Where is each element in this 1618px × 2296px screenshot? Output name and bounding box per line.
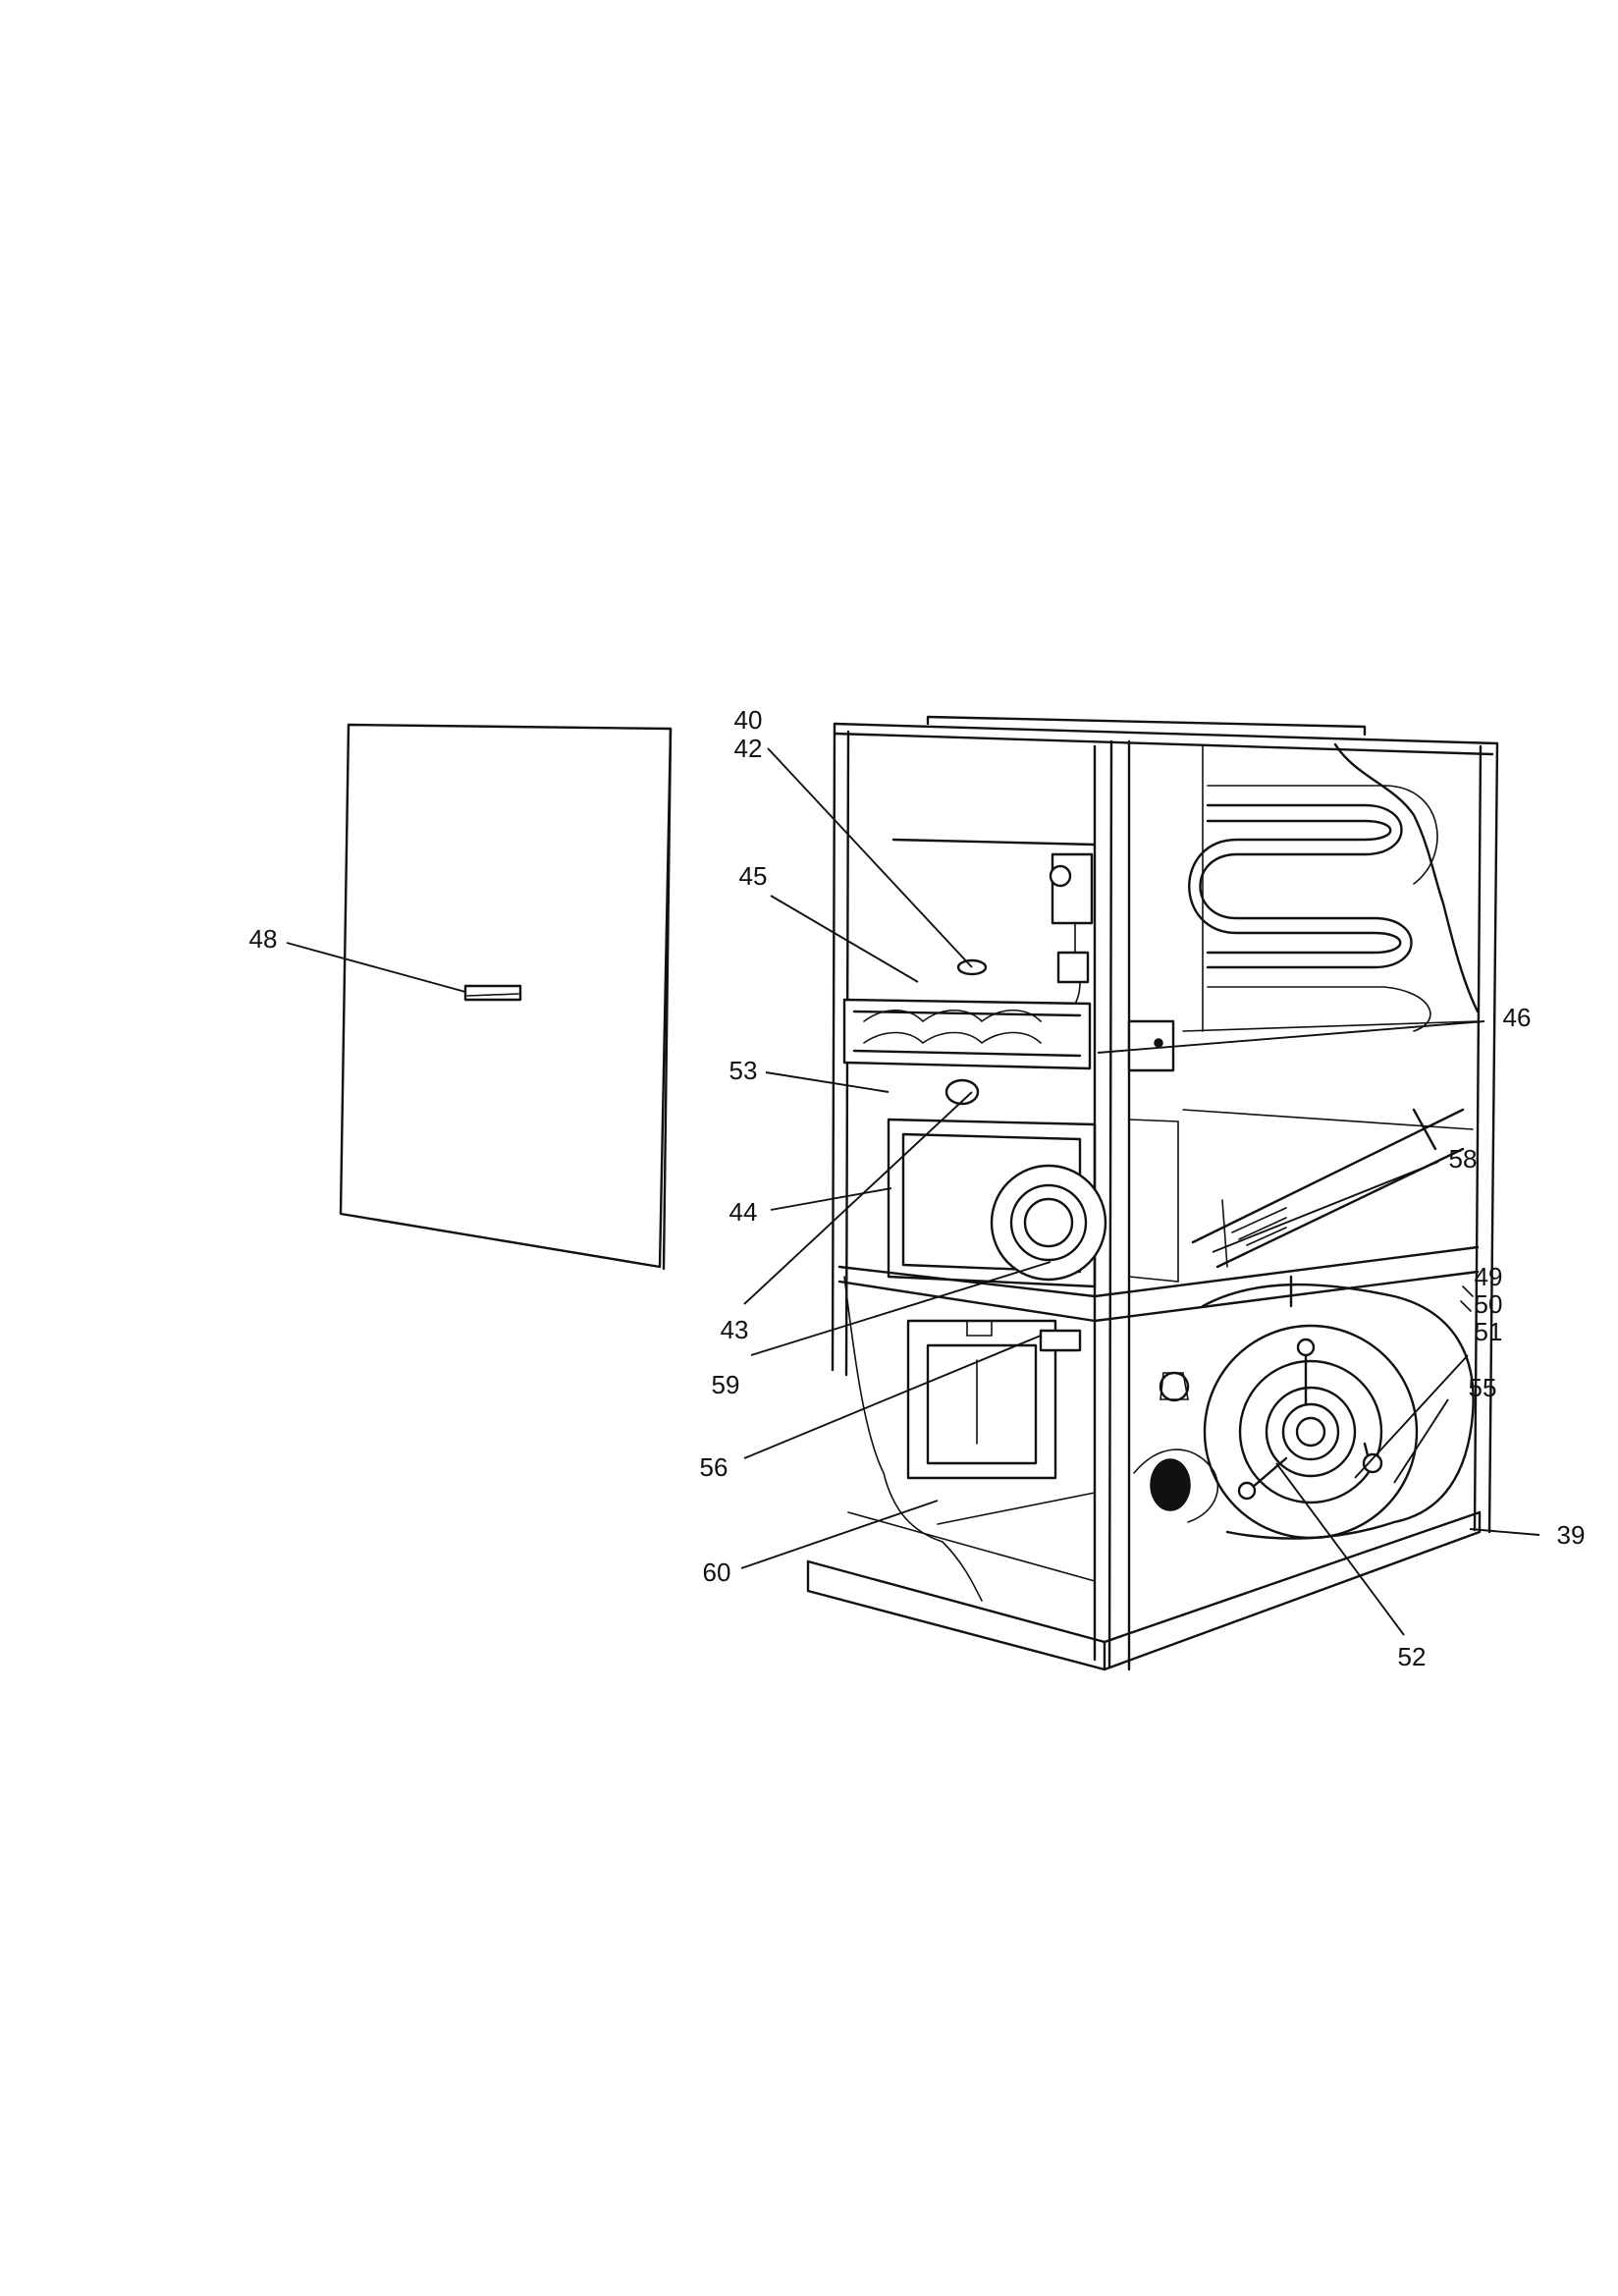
callout-labels: 40 42 45 48 46 53 58 44 43 49 50 51 55 5… bbox=[249, 705, 1586, 1671]
heat-exchanger bbox=[1182, 742, 1480, 1130]
callout-48: 48 bbox=[249, 924, 278, 954]
callout-50: 50 bbox=[1475, 1289, 1503, 1319]
callout-39: 39 bbox=[1557, 1520, 1586, 1550]
callout-58: 58 bbox=[1449, 1144, 1478, 1174]
access-door-panel bbox=[339, 723, 673, 1271]
callout-60: 60 bbox=[703, 1558, 731, 1587]
callout-45: 45 bbox=[739, 861, 768, 891]
control-shelf bbox=[837, 1245, 1480, 1602]
callout-52: 52 bbox=[1398, 1642, 1427, 1671]
inducer-blower bbox=[887, 1078, 1179, 1288]
callout-40: 40 bbox=[734, 705, 763, 735]
burner-assembly bbox=[842, 958, 1175, 1072]
circulating-blower bbox=[1133, 1283, 1475, 1540]
callout-42: 42 bbox=[734, 734, 763, 763]
callout-46: 46 bbox=[1503, 1003, 1532, 1032]
gas-valve bbox=[891, 838, 1097, 1022]
callout-55: 55 bbox=[1469, 1373, 1497, 1402]
callout-44: 44 bbox=[729, 1197, 758, 1227]
callout-43: 43 bbox=[721, 1315, 749, 1344]
door-handle bbox=[463, 984, 522, 1002]
callout-59: 59 bbox=[712, 1370, 740, 1399]
furnace-cabinet bbox=[806, 715, 1499, 1671]
callout-49: 49 bbox=[1475, 1262, 1503, 1291]
leader-lines bbox=[286, 747, 1540, 1636]
callout-51: 51 bbox=[1475, 1317, 1503, 1346]
callout-53: 53 bbox=[729, 1056, 758, 1085]
callout-56: 56 bbox=[700, 1452, 728, 1482]
